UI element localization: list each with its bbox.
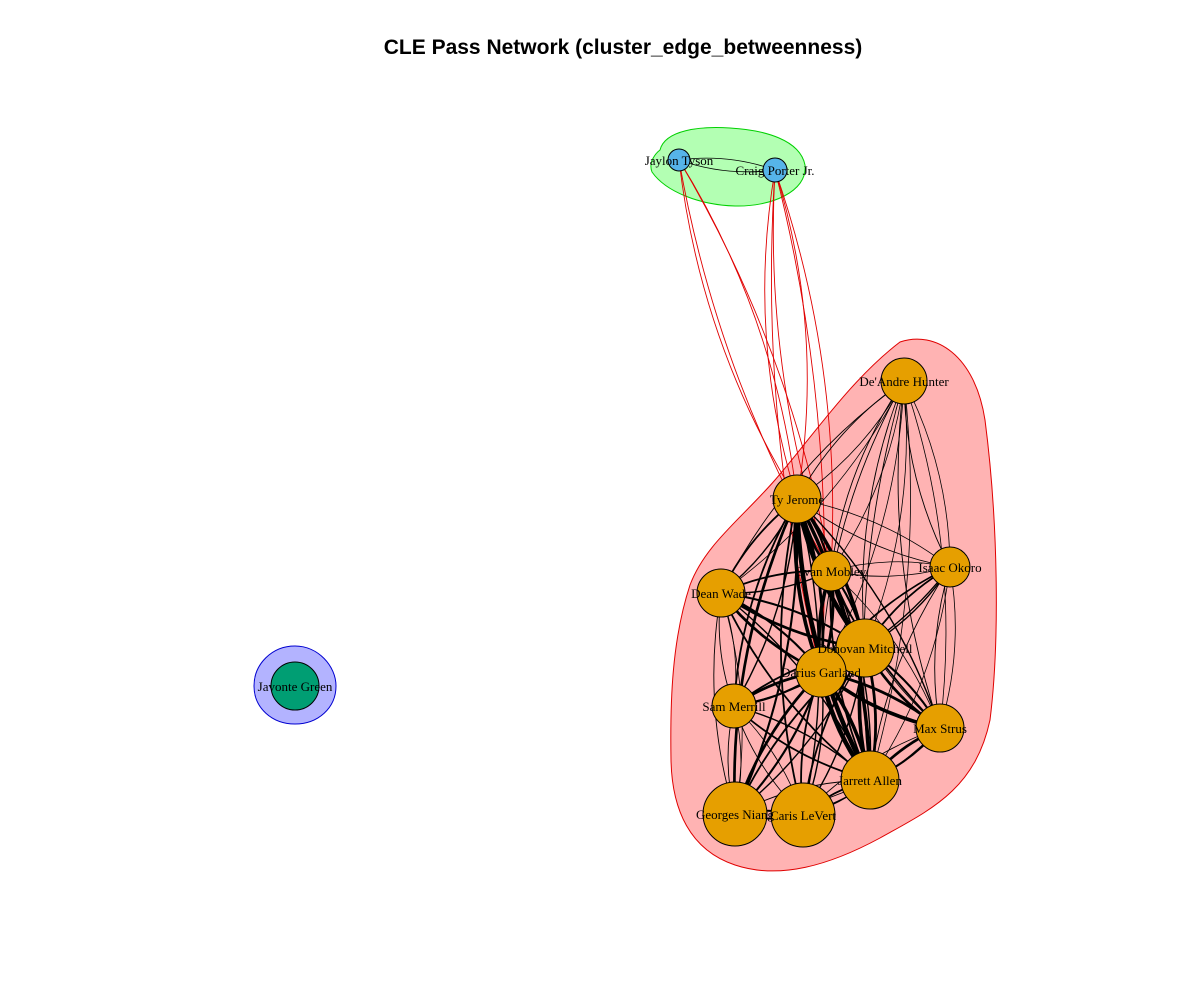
- node-label-hunter: De'Andre Hunter: [859, 374, 949, 389]
- node-garland: [795, 646, 847, 698]
- edge-hunter-mobley: [830, 380, 905, 572]
- node-label-allen: Jarrett Allen: [838, 773, 902, 788]
- edge-porter-mobley: [774, 169, 834, 572]
- edge-hunter-mitchell: [862, 380, 905, 649]
- edge-porter-mobley: [772, 169, 832, 572]
- node-label-porter: Craig Porter Jr.: [735, 163, 814, 178]
- edge-porter-jerome: [774, 169, 808, 500]
- edge-hunter-mobley: [830, 380, 905, 572]
- edge-jerome-levert: [780, 498, 804, 816]
- node-label-wade: Dean Wade: [691, 586, 751, 601]
- node-allen: [840, 750, 900, 810]
- node-jerome: [772, 474, 822, 524]
- edge-hunter-wade: [720, 380, 905, 594]
- node-wade: [696, 568, 746, 618]
- node-tyson: [667, 148, 691, 172]
- node-label-mitchell: Donovan Mitchell: [818, 641, 913, 656]
- node-label-mobley: Evan Mobley: [796, 564, 867, 579]
- node-label-tyson: Jaylon Tyson: [645, 153, 714, 168]
- node-green: [270, 661, 320, 711]
- node-label-levert: Caris LeVert: [770, 808, 836, 823]
- node-porter: [762, 157, 788, 183]
- edge-porter-garland: [770, 169, 822, 673]
- node-okoro: [929, 546, 971, 588]
- plot-title: CLE Pass Network (cluster_edge_betweenne…: [383, 36, 863, 59]
- node-mitchell: [835, 618, 895, 678]
- edge-jerome-niang: [733, 498, 799, 815]
- node-label-green: Javonte Green: [258, 679, 333, 694]
- node-label-merrill: Sam Merrill: [702, 699, 766, 714]
- node-label-strus: Max Strus: [913, 721, 967, 736]
- node-merrill: [711, 683, 757, 729]
- cluster-hull-2: [650, 127, 806, 207]
- edge-porter-jerome: [764, 169, 798, 500]
- node-niang: [702, 781, 768, 847]
- node-label-garland: Darius Garland: [781, 665, 861, 680]
- node-label-niang: Georges Niang: [696, 807, 775, 822]
- nodes: [270, 148, 971, 848]
- edge-hunter-strus: [897, 380, 941, 729]
- node-mobley: [810, 550, 852, 592]
- node-label-jerome: Ty Jerome: [770, 492, 825, 507]
- edge-tyson-jerome: [678, 159, 798, 500]
- node-label-okoro: Isaac Okoro: [918, 560, 981, 575]
- edge-tyson-jerome: [678, 159, 798, 500]
- node-levert: [770, 782, 836, 848]
- edge-hunter-allen: [869, 380, 911, 781]
- edge-jerome-strus: [796, 498, 941, 729]
- node-hunter: [880, 357, 928, 405]
- node-strus: [915, 703, 965, 753]
